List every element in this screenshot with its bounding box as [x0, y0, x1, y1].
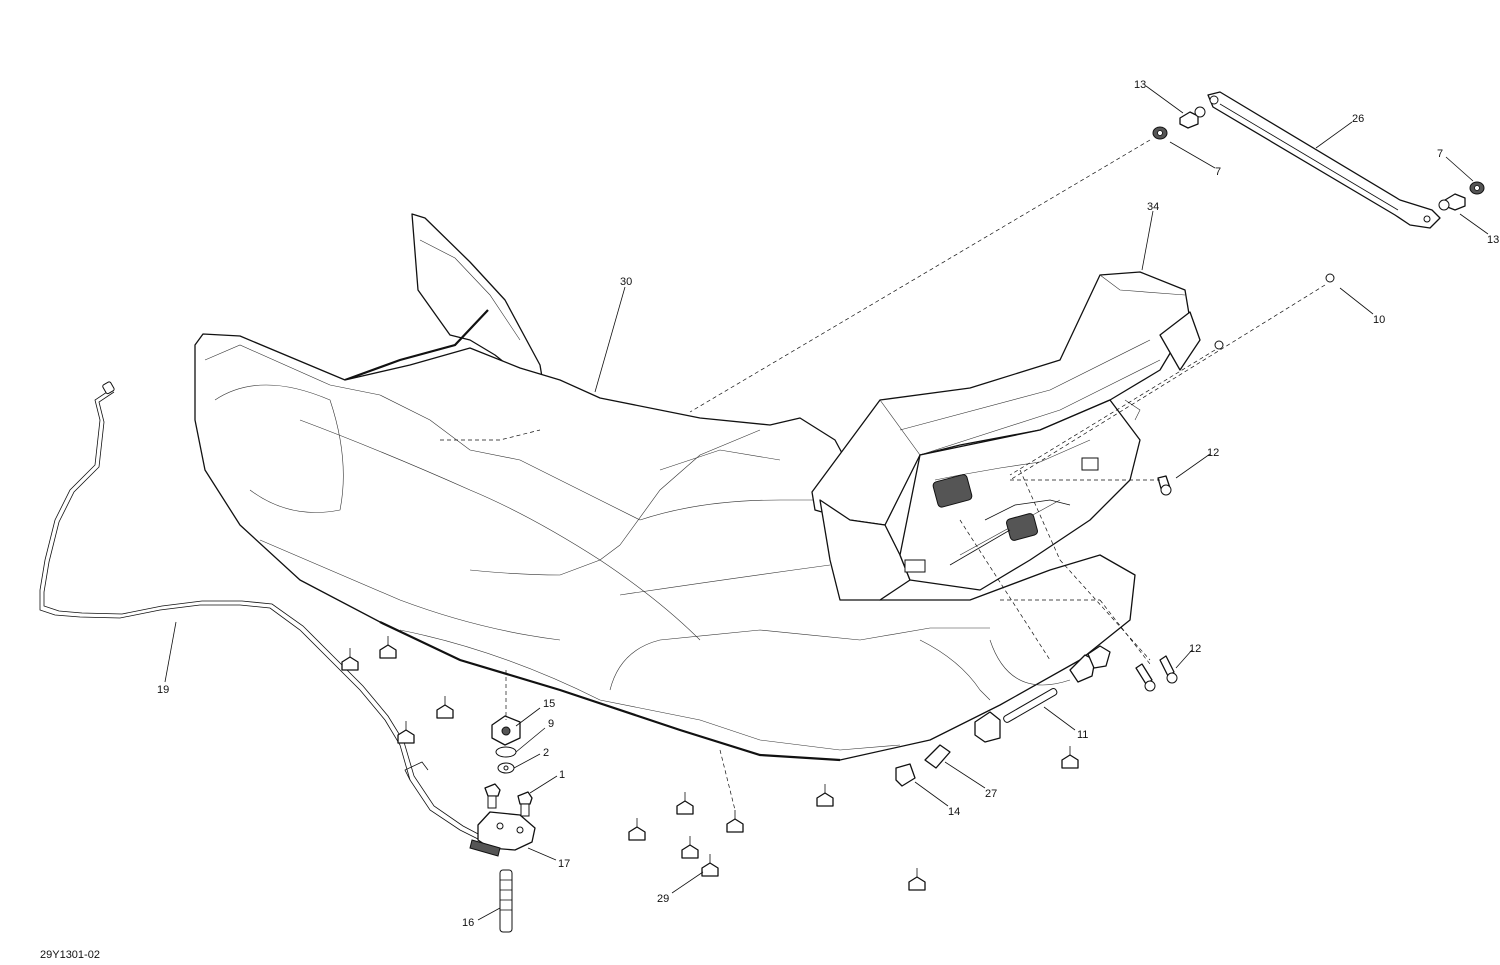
callout-12-lower: 12 [1189, 643, 1201, 655]
callout-9: 9 [548, 718, 554, 730]
callout-2: 2 [543, 747, 549, 759]
rear-trunk [811, 271, 1201, 601]
callout-labels: 13 7 26 7 13 34 10 12 12 30 11 27 14 19 … [40, 79, 1499, 961]
callout-16: 16 [462, 917, 474, 929]
callout-19: 19 [157, 684, 169, 696]
latch-assembly [469, 715, 536, 933]
callout-7-right: 7 [1437, 148, 1443, 160]
callout-7-top: 7 [1215, 166, 1221, 178]
callout-11: 11 [1077, 729, 1088, 741]
rubber-bumpers [341, 636, 1079, 891]
leader-lines [164, 85, 1489, 921]
hardware-parts [895, 106, 1485, 787]
gas-strut [1207, 91, 1441, 229]
seat-assembly [194, 213, 1136, 762]
callout-26: 26 [1352, 113, 1364, 125]
callout-27: 27 [985, 788, 997, 800]
callout-13-top: 13 [1134, 79, 1146, 91]
callout-1: 1 [559, 769, 565, 781]
callout-34: 34 [1147, 201, 1159, 213]
callout-15: 15 [543, 698, 555, 710]
callout-29: 29 [657, 893, 669, 905]
callout-12-upper: 12 [1207, 447, 1219, 459]
alignment-lines [505, 139, 1326, 811]
callout-10: 10 [1373, 314, 1385, 326]
callout-17: 17 [558, 858, 570, 870]
callout-30: 30 [620, 276, 632, 288]
callout-14: 14 [948, 806, 960, 818]
drawing-number: 29Y1301-02 [40, 949, 100, 961]
callout-13-right: 13 [1487, 234, 1499, 246]
